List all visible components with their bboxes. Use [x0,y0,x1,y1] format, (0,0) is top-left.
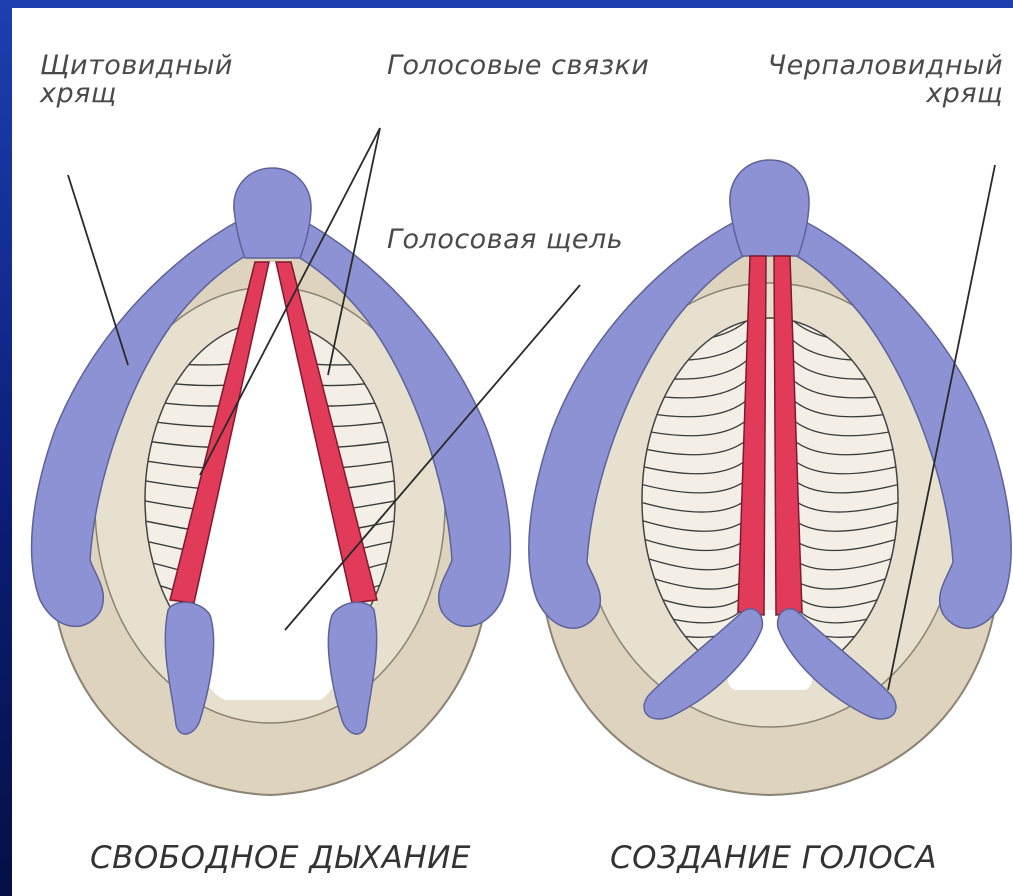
left-epiglottis-cartilage [234,168,311,258]
label-arytenoid-line1: Черпаловидный [768,52,1003,80]
leader-thyroid [68,175,128,365]
label-glottis: Голосовая щель [387,226,623,254]
label-arytenoid-cartilage: Черпаловидный хрящ [768,52,1003,109]
caption-free-breathing: СВОБОДНОЕ ДЫХАНИЕ [90,840,471,876]
label-thyroid-cartilage: Щитовидный хрящ [40,52,233,109]
label-thyroid-line2: хрящ [40,80,233,108]
caption-voice-production: СОЗДАНИЕ ГОЛОСА [610,840,937,876]
label-thyroid-line1: Щитовидный [40,52,233,80]
label-arytenoid-line2: хрящ [768,80,1003,108]
larynx-free-breathing [32,168,511,795]
right-epiglottis-cartilage [730,160,809,256]
larynx-voice-production [529,160,1011,795]
label-vocal-cords: Голосовые связки [387,52,649,80]
